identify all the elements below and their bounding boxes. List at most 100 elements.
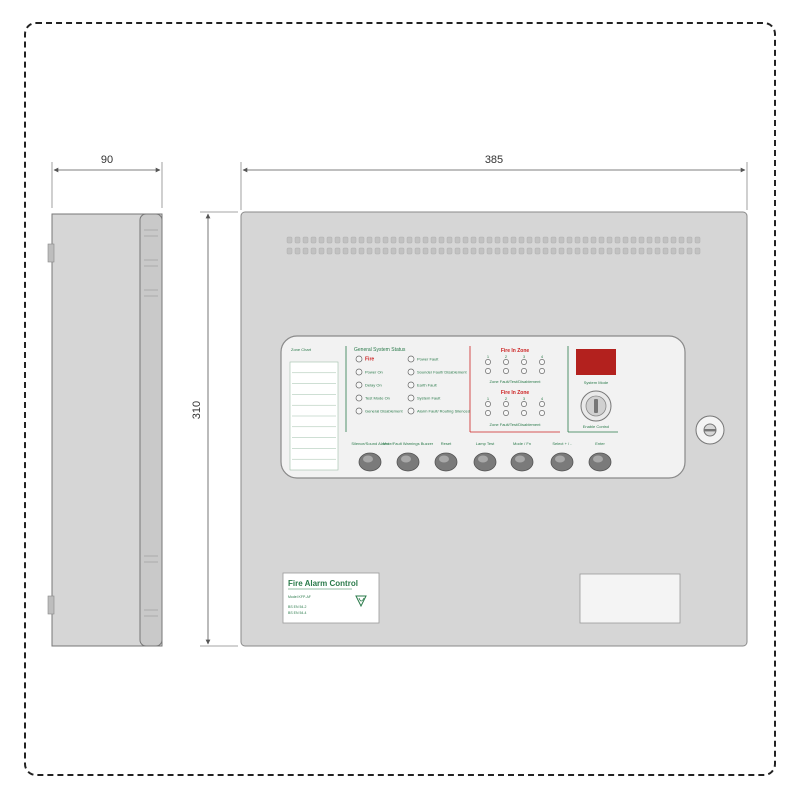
blank-window bbox=[579, 573, 681, 624]
enable-control-label: Enable Control bbox=[583, 424, 610, 429]
vent-slot bbox=[614, 236, 621, 244]
vent-slot bbox=[646, 236, 653, 244]
zone-chart-label: Zone Chart bbox=[291, 347, 312, 352]
vent-slot bbox=[686, 247, 693, 255]
label-plate bbox=[282, 572, 380, 624]
vent-slot bbox=[662, 247, 669, 255]
vent-slot bbox=[406, 236, 413, 244]
vent-slot bbox=[454, 247, 461, 255]
vent-slot bbox=[294, 247, 301, 255]
side-view bbox=[47, 213, 163, 647]
vent-slot bbox=[574, 247, 581, 255]
button-label: Mode / Fn bbox=[513, 441, 531, 446]
vent-slot bbox=[550, 247, 557, 255]
vent-slot bbox=[366, 236, 373, 244]
vent-slot bbox=[382, 236, 389, 244]
vent-slot bbox=[662, 236, 669, 244]
vent-slot bbox=[526, 247, 533, 255]
dimension-height: 310 bbox=[191, 211, 238, 647]
vent-slot bbox=[430, 247, 437, 255]
vent-slot bbox=[286, 247, 293, 255]
vent-slot bbox=[630, 236, 637, 244]
vent-slot bbox=[510, 236, 517, 244]
button-label: Lamp Test bbox=[476, 441, 495, 446]
vent-slot bbox=[606, 236, 613, 244]
zone-led bbox=[539, 368, 545, 374]
vent-slot bbox=[342, 236, 349, 244]
vent-slot bbox=[694, 247, 701, 255]
vent-slot bbox=[318, 236, 325, 244]
button-label: Enter bbox=[595, 441, 605, 446]
status-led bbox=[407, 407, 415, 415]
vent-slot bbox=[502, 247, 509, 255]
vent-slot bbox=[518, 236, 525, 244]
zone-led bbox=[503, 359, 509, 365]
label-plate-title: Fire Alarm Control bbox=[288, 579, 358, 588]
status-label: Test Mode On bbox=[365, 396, 390, 401]
dimension-depth: 90 bbox=[51, 154, 163, 208]
vent-slot bbox=[342, 247, 349, 255]
zone-led bbox=[521, 410, 527, 416]
vent-slot bbox=[358, 236, 365, 244]
vent-slot bbox=[398, 247, 405, 255]
vent-slot bbox=[694, 236, 701, 244]
vent-slot bbox=[406, 247, 413, 255]
vent-slot bbox=[286, 236, 293, 244]
zone-led bbox=[539, 359, 545, 365]
kitemark-icon bbox=[355, 595, 367, 608]
vent-slot bbox=[470, 236, 477, 244]
vent-slot bbox=[310, 236, 317, 244]
vent-slot bbox=[462, 247, 469, 255]
zone-number: 1 bbox=[487, 354, 490, 359]
status-label: Power Fault bbox=[417, 357, 439, 362]
dimension-width: 385 bbox=[240, 154, 748, 210]
vent-slot bbox=[518, 247, 525, 255]
status-led bbox=[407, 355, 415, 363]
drawing-frame bbox=[24, 22, 776, 776]
zone-led bbox=[539, 401, 545, 407]
zone-led bbox=[485, 359, 491, 365]
vent-slot bbox=[350, 236, 357, 244]
vent-slot bbox=[374, 236, 381, 244]
zone-number: 3 bbox=[523, 396, 526, 401]
vent-slot bbox=[590, 236, 597, 244]
vent-slot bbox=[654, 247, 661, 255]
vent-slot bbox=[598, 247, 605, 255]
vent-slots bbox=[286, 236, 701, 255]
vent-slot bbox=[398, 236, 405, 244]
vent-slot bbox=[494, 236, 501, 244]
status-label: General Disablement bbox=[365, 409, 403, 414]
system-mode-label: System Mode bbox=[584, 380, 609, 385]
status-label: Alarm Fault/ Routing Silenced bbox=[417, 409, 470, 414]
status-led bbox=[407, 381, 415, 389]
zone-number: 2 bbox=[505, 354, 508, 359]
vent-slot bbox=[566, 236, 573, 244]
vent-slot bbox=[430, 236, 437, 244]
zone-number: 2 bbox=[505, 396, 508, 401]
vent-slot bbox=[422, 236, 429, 244]
button-label: Reset bbox=[441, 441, 452, 446]
vent-slot bbox=[438, 236, 445, 244]
front-view: Zone Chart General System Status FirePow… bbox=[240, 211, 748, 647]
label-plate-line-1: Model KFP-AF bbox=[288, 595, 311, 599]
fire-in-zone-title-bottom: Fire In Zone bbox=[501, 390, 530, 396]
zone-led bbox=[485, 368, 491, 374]
vent-slot bbox=[622, 247, 629, 255]
vent-slot bbox=[462, 236, 469, 244]
vent-slot bbox=[358, 247, 365, 255]
vent-slot bbox=[678, 247, 685, 255]
vent-slot bbox=[542, 236, 549, 244]
zone-number: 4 bbox=[541, 354, 544, 359]
status-led bbox=[355, 355, 363, 363]
status-label: Delay On bbox=[365, 383, 382, 388]
vent-slot bbox=[334, 236, 341, 244]
vent-slot bbox=[598, 236, 605, 244]
status-led bbox=[355, 394, 363, 402]
zone-fault-label-top: Zone Fault/Test/Disablement bbox=[490, 379, 542, 384]
zone-fault-label-bottom: Zone Fault/Test/Disablement bbox=[490, 422, 542, 427]
vent-slot bbox=[646, 247, 653, 255]
vent-slot bbox=[414, 247, 421, 255]
vent-slot bbox=[390, 247, 397, 255]
vent-slot bbox=[302, 236, 309, 244]
